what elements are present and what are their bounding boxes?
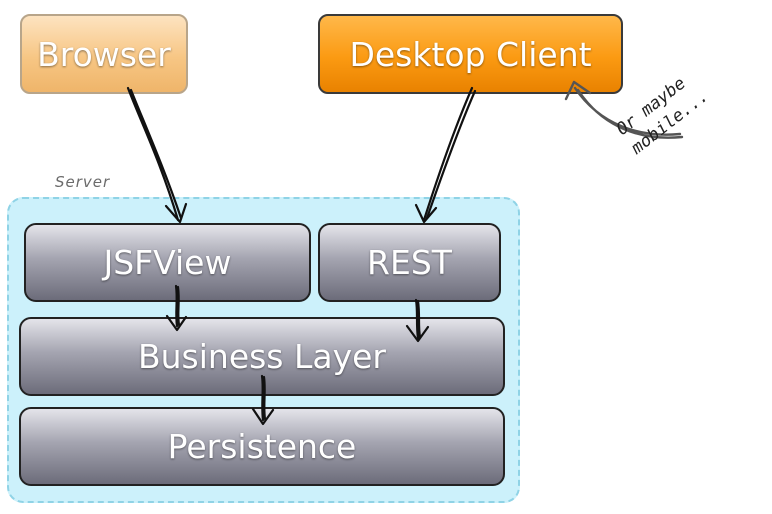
browser-label: Browser xyxy=(37,34,171,74)
mobile-annotation-arrowhead xyxy=(564,80,592,101)
jsf-to-business-arrow xyxy=(174,284,181,328)
server-label: Server xyxy=(55,173,111,191)
desktop-to-rest-arrowhead xyxy=(414,203,438,224)
rest-to-business-arrowhead xyxy=(405,324,430,343)
desktop-client-box: Desktop Client xyxy=(318,14,623,94)
jsf-view-label: JSFView xyxy=(103,243,232,282)
business-to-persistence-arrow xyxy=(260,374,267,422)
desktop-to-rest-arrow xyxy=(422,86,477,222)
rest-to-business-arrow xyxy=(414,298,422,340)
desktop-client-label: Desktop Client xyxy=(349,34,592,74)
business-to-persistence-arrowhead xyxy=(251,407,275,426)
rest-layer: REST xyxy=(318,223,501,302)
rest-label: REST xyxy=(367,243,452,282)
jsf-view-layer: JSFView xyxy=(24,223,311,302)
persistence-label: Persistence xyxy=(167,427,357,466)
business-layer-label: Business Layer xyxy=(137,337,386,376)
browser-to-jsf-arrowhead xyxy=(164,202,188,224)
mobile-annotation-arrow xyxy=(573,86,684,139)
browser-to-jsf-arrow xyxy=(126,86,183,222)
browser-box: Browser xyxy=(20,14,188,94)
jsf-to-business-arrowhead xyxy=(165,314,188,332)
